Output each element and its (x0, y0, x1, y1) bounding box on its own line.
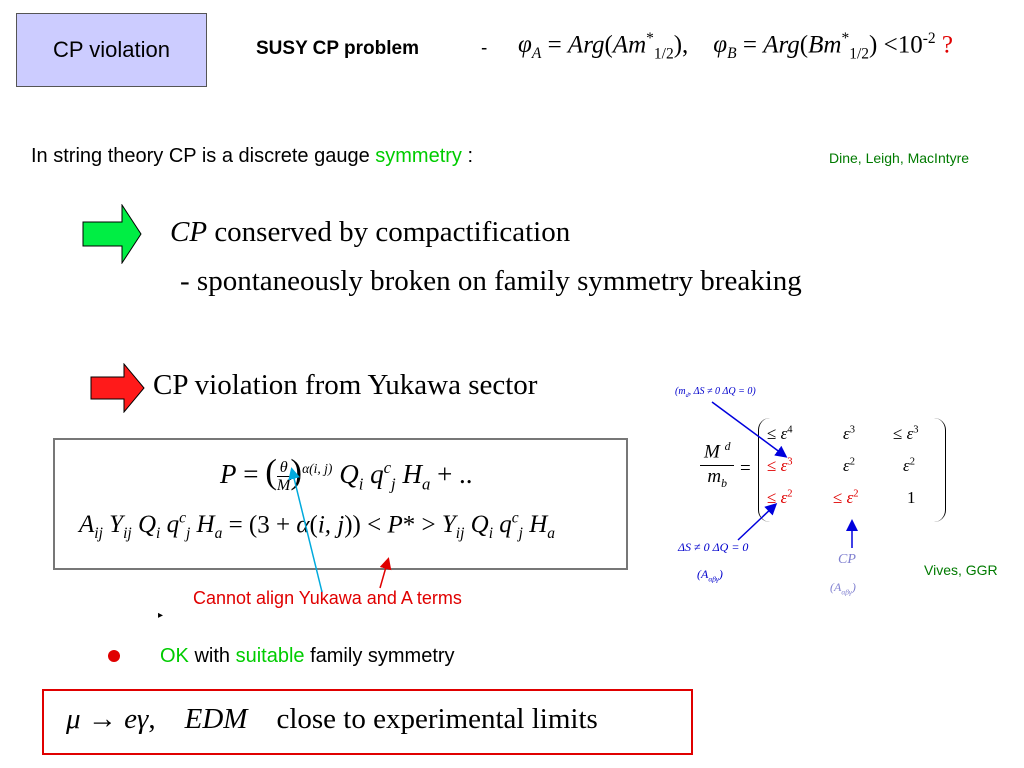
formula-a-terms: Aij Yij Qi qcj Ha = (3 + α(i, j)) < P* >… (79, 510, 556, 543)
susy-cp-problem-label: SUSY CP problem (256, 38, 419, 59)
susy-bound: 10 (897, 31, 923, 59)
matrix-lhs: M d mb (700, 440, 735, 491)
susy-question-mark: ? (941, 31, 953, 59)
cannot-align-annotation: Cannot align Yukawa and A terms (193, 588, 462, 608)
string-theory-text: In string theory CP is a discrete gauge (31, 145, 376, 167)
red-arrow-icon (90, 363, 145, 413)
ok-rest: family symmetry (304, 645, 455, 667)
delta-s-label: ΔS ≠ 0 ΔQ = 0 (678, 540, 749, 554)
edm-label: EDM (184, 703, 248, 735)
matrix-cell-23: ε2 (903, 456, 915, 475)
cp-conserved-text: conserved by compactification (207, 216, 571, 248)
citation-vives-ggr: Vives, GGR (924, 562, 998, 578)
matrix-cell-21: ≤ ε3 (767, 456, 793, 475)
susy-dash: - (481, 38, 488, 59)
susy-bound-exponent: -2 (922, 30, 936, 47)
matrix-cell-33: 1 (907, 488, 916, 507)
ok-with: with (188, 645, 236, 667)
matrix-cell-32: ≤ ε2 (833, 488, 859, 507)
ok-word: OK (160, 645, 189, 667)
cp-small-label: CP (838, 552, 856, 567)
cp-symbol: CP (170, 216, 208, 248)
matrix-equals: = (740, 458, 751, 479)
suitable-word: suitable (235, 645, 305, 667)
slide-title: CP violation (53, 37, 170, 62)
string-theory-suffix: : (461, 145, 474, 167)
ok-family-symmetry-line: OK with suitable family symmetry (160, 645, 455, 668)
title-box: CP violation (16, 13, 207, 87)
conclusion-rest: close to experimental limits (276, 703, 598, 735)
matrix-cell-11: ≤ ε4 (767, 424, 793, 443)
a-alpha-beta-gamma-label: (Aαβγ) (697, 567, 723, 584)
matrix-cell-31: ≤ ε2 (767, 488, 793, 507)
matrix-cell-12: ε3 (843, 424, 855, 443)
cp-yukawa-point: CP violation from Yukawa sector (153, 369, 538, 401)
cp-a-alpha-beta-gamma-label: (Aαβγ) (830, 580, 856, 597)
matrix-cell-22: ε2 (843, 456, 855, 475)
matrix-cell-13: ≤ ε3 (893, 424, 919, 443)
string-theory-line: In string theory CP is a discrete gauge … (31, 145, 473, 168)
red-bullet-icon (108, 650, 120, 662)
conclusion-text: μ → eγ, EDM close to experimental limits (66, 703, 598, 735)
matrix-top-label: (md, ΔS ≠ 0 ΔQ = 0) (675, 386, 756, 399)
cp-conserved-point: CP conserved by compactification (170, 216, 570, 249)
symmetry-highlight: symmetry (375, 145, 462, 167)
green-arrow-icon (82, 204, 142, 264)
conclusion-box: μ → eγ, EDM close to experimental limits (42, 689, 693, 755)
mass-matrix: ≤ ε4 ε3 ≤ ε3 ≤ ε3 ε2 ε2 ≤ ε2 ≤ ε2 1 (758, 418, 946, 522)
bullet-icon: ▸ (158, 610, 164, 621)
susy-phase-equation: φA = Arg(Am*1/2), φB = Arg(Bm*1/2) <10-2… (518, 30, 953, 63)
citation-dine-leigh-macintyre: Dine, Leigh, MacIntyre (829, 150, 970, 166)
cp-broken-point: - spontaneously broken on family symmetr… (180, 265, 802, 297)
